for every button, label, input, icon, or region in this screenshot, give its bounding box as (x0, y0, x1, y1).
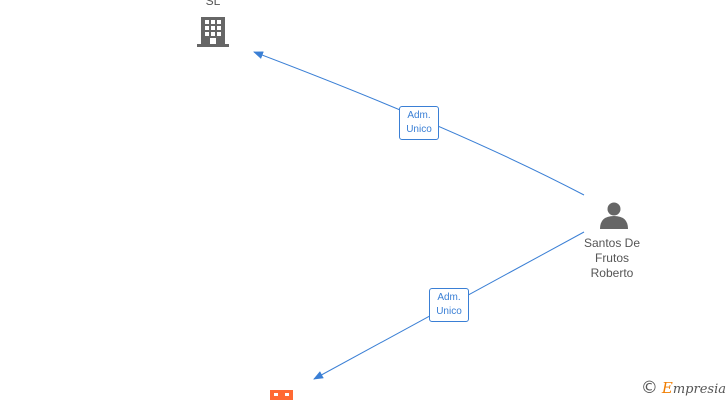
person-label-line: Roberto (590, 266, 634, 280)
edge-label-bottom[interactable]: Adm. Unico (429, 288, 469, 322)
brand-logo-initial: E (661, 379, 673, 397)
person-icon[interactable] (600, 202, 628, 230)
edge-label-line: Unico (406, 124, 432, 135)
building-icon[interactable] (270, 390, 293, 400)
copyright-icon: © (640, 378, 658, 398)
edge-label-line: Adm. (437, 292, 461, 303)
company-label-top: SL (205, 0, 221, 8)
edge-line-top (253, 51, 585, 196)
edge-label-line: Adm. (407, 110, 431, 121)
person-label-line: Santos De (583, 236, 641, 250)
brand-logo-rest: mpresia (672, 382, 726, 397)
brand-logo: Empresia (662, 379, 726, 397)
person-label: Santos De Frutos Roberto (572, 236, 652, 281)
building-icon[interactable] (197, 17, 229, 47)
edge-label-top[interactable]: Adm. Unico (399, 106, 439, 140)
person-label-line: Frutos (594, 251, 629, 265)
edge-label-line: Unico (436, 306, 462, 317)
watermark: © Empresia (641, 378, 726, 398)
